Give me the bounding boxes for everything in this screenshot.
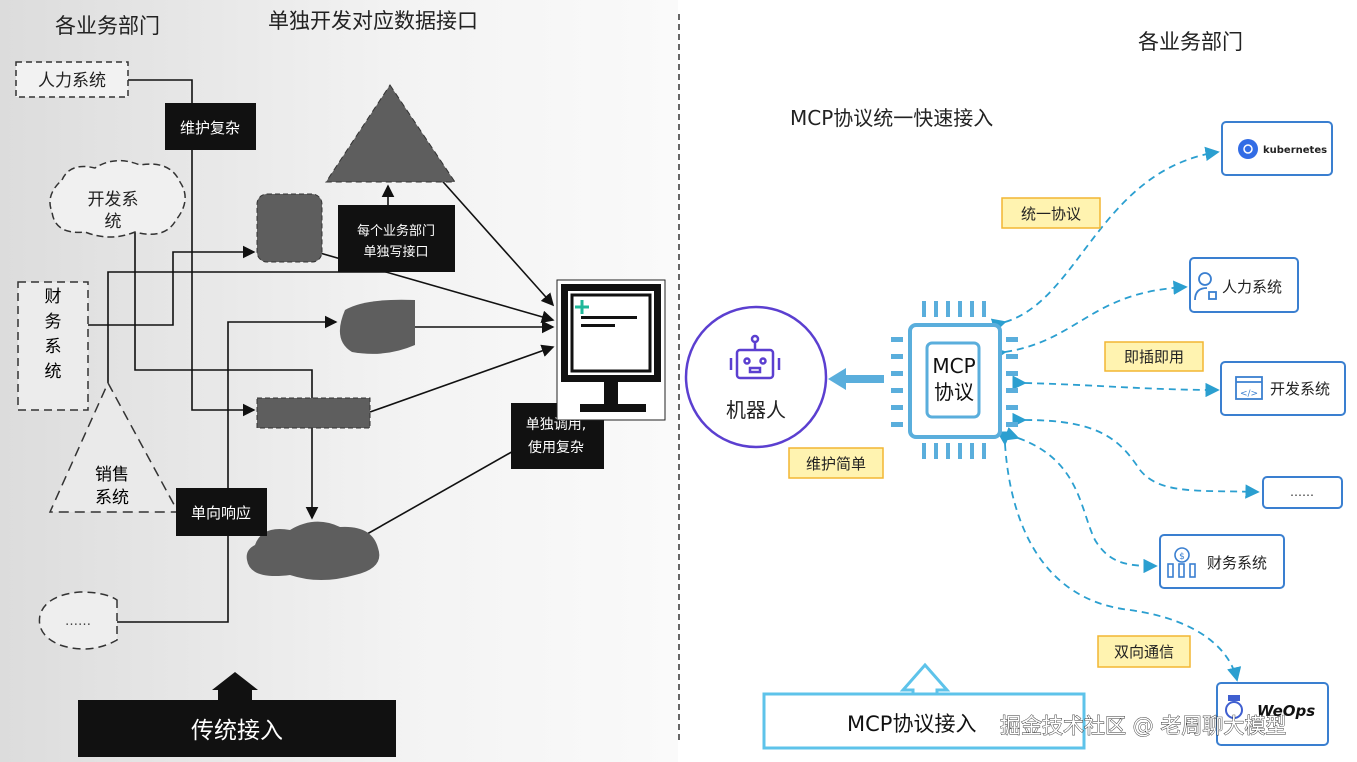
left-system-finance: 财 务 系 统: [17, 281, 89, 411]
right-system-finance-label: 财务系统: [1207, 554, 1267, 572]
left-system-dev-label-2: 统: [105, 212, 122, 232]
finance-icon: $: [1167, 547, 1196, 578]
right-heading-mcp: MCP协议统一快速接入: [790, 106, 993, 130]
note-one-way: 单向响应: [176, 488, 267, 536]
chip-label-1: MCP: [932, 354, 975, 378]
note-separate-call-text-1: 单独调用,: [526, 417, 586, 433]
mcp-connectors: [990, 146, 1260, 682]
svg-text:</>: </>: [1240, 389, 1258, 399]
interface-triangle-shape: [325, 84, 456, 183]
left-footer-bar: [78, 700, 396, 757]
right-system-more[interactable]: ……: [1262, 476, 1343, 509]
right-system-finance[interactable]: $ 财务系统: [1159, 534, 1285, 589]
right-heading-departments: 各业务部门: [1138, 30, 1243, 54]
right-system-dev[interactable]: </> 开发系统: [1220, 361, 1346, 416]
weops-icon: [1225, 695, 1243, 719]
chip-pins: [891, 301, 1018, 459]
right-footer: MCP协议接入: [762, 662, 1086, 750]
right-system-kubernetes[interactable]: kubernetes: [1221, 121, 1333, 176]
note-each-dept-text-2: 单独写接口: [363, 244, 428, 260]
right-system-kubernetes-label: kubernetes: [1263, 145, 1327, 156]
user-icon: [1194, 272, 1217, 301]
left-system-dev-label-1: 开发系: [88, 190, 139, 210]
connector-hr: [128, 79, 256, 417]
right-system-more-label: ……: [1290, 485, 1314, 499]
left-system-hr: 人力系统: [15, 61, 129, 98]
left-system-finance-char: 财: [45, 287, 62, 307]
left-footer-label: 传统接入: [191, 718, 283, 744]
note-plug-play-text: 即插即用: [1124, 348, 1184, 366]
note-each-dept-text-1: 每个业务部门: [357, 223, 435, 239]
connector-rect-monitor: [369, 344, 555, 413]
note-bidirectional: 双向通信: [1097, 635, 1191, 668]
left-system-dev: 开发系 统: [49, 159, 186, 238]
interface-square-shape: [256, 193, 323, 263]
note-each-dept: 每个业务部门 单独写接口: [338, 205, 455, 272]
left-system-finance-char: 统: [45, 362, 62, 382]
watermark: 掘金技术社区 @ 老周聊大模型: [1000, 714, 1286, 738]
left-heading-departments: 各业务部门: [55, 14, 160, 38]
note-unified-protocol-text: 统一协议: [1021, 205, 1081, 223]
right-system-dev-label: 开发系统: [1270, 380, 1330, 398]
right-system-weops[interactable]: WeOps: [1216, 682, 1329, 746]
left-system-more: ……: [38, 591, 118, 650]
connector-finance: [1003, 426, 1158, 574]
note-bidirectional-text: 双向通信: [1114, 643, 1174, 661]
note-maintenance-complex: 维护复杂: [165, 103, 256, 150]
note-one-way-text: 单向响应: [191, 504, 251, 522]
left-up-arrow-icon: [212, 672, 258, 702]
right-footer-label: MCP协议接入: [847, 712, 976, 736]
note-simple-maintenance-text: 维护简单: [806, 455, 866, 473]
connector-finance: [88, 245, 256, 326]
connector-hr: [991, 280, 1188, 362]
note-maintenance-complex-text: 维护复杂: [180, 119, 240, 137]
kubernetes-icon: [1238, 139, 1258, 159]
right-system-hr-label: 人力系统: [1222, 278, 1282, 296]
connector-dev: [1012, 375, 1220, 398]
interface-rect-shape: [256, 397, 371, 429]
interface-cloud-shape: [246, 521, 380, 580]
connector-triangle-monitor: [427, 164, 555, 307]
note-separate-call-text-2: 使用复杂: [528, 439, 584, 456]
mcp-chip[interactable]: MCP 协议: [891, 301, 1018, 459]
left-system-finance-char: 系: [45, 337, 62, 357]
monitor-icon: [556, 279, 666, 421]
robot-icon: [729, 334, 781, 380]
connector-weops: [996, 430, 1242, 682]
left-heading-interfaces: 单独开发对应数据接口: [268, 9, 478, 33]
robot-node[interactable]: 机器人: [684, 305, 828, 449]
connector-more: [117, 315, 338, 623]
code-icon: </>: [1235, 376, 1263, 400]
robot-label: 机器人: [726, 398, 786, 422]
chip-label-2: 协议: [934, 380, 974, 404]
connector-dev: [134, 220, 319, 520]
mcp-to-robot-arrow-icon: [828, 368, 884, 390]
left-system-sales-label-2: 系统: [95, 488, 129, 508]
left-system-sales: 销售 系统: [48, 381, 180, 513]
interface-blob-shape: [339, 299, 415, 354]
left-system-sales-label-1: 销售: [95, 465, 129, 485]
right-up-arrow-icon: [899, 662, 951, 696]
left-system-hr-label: 人力系统: [38, 71, 106, 91]
connector-kubernetes: [990, 146, 1220, 333]
left-system-more-label: ……: [65, 614, 91, 629]
svg-text:$: $: [1179, 552, 1185, 562]
right-system-hr[interactable]: 人力系统: [1189, 257, 1299, 313]
note-simple-maintenance: 维护简单: [788, 447, 884, 479]
left-system-finance-char: 务: [45, 312, 62, 332]
connector-more: [1012, 412, 1260, 499]
note-unified-protocol: 统一协议: [1001, 197, 1101, 229]
right-system-weops-label: WeOps: [1257, 702, 1315, 720]
note-plug-play: 即插即用: [1104, 341, 1204, 372]
